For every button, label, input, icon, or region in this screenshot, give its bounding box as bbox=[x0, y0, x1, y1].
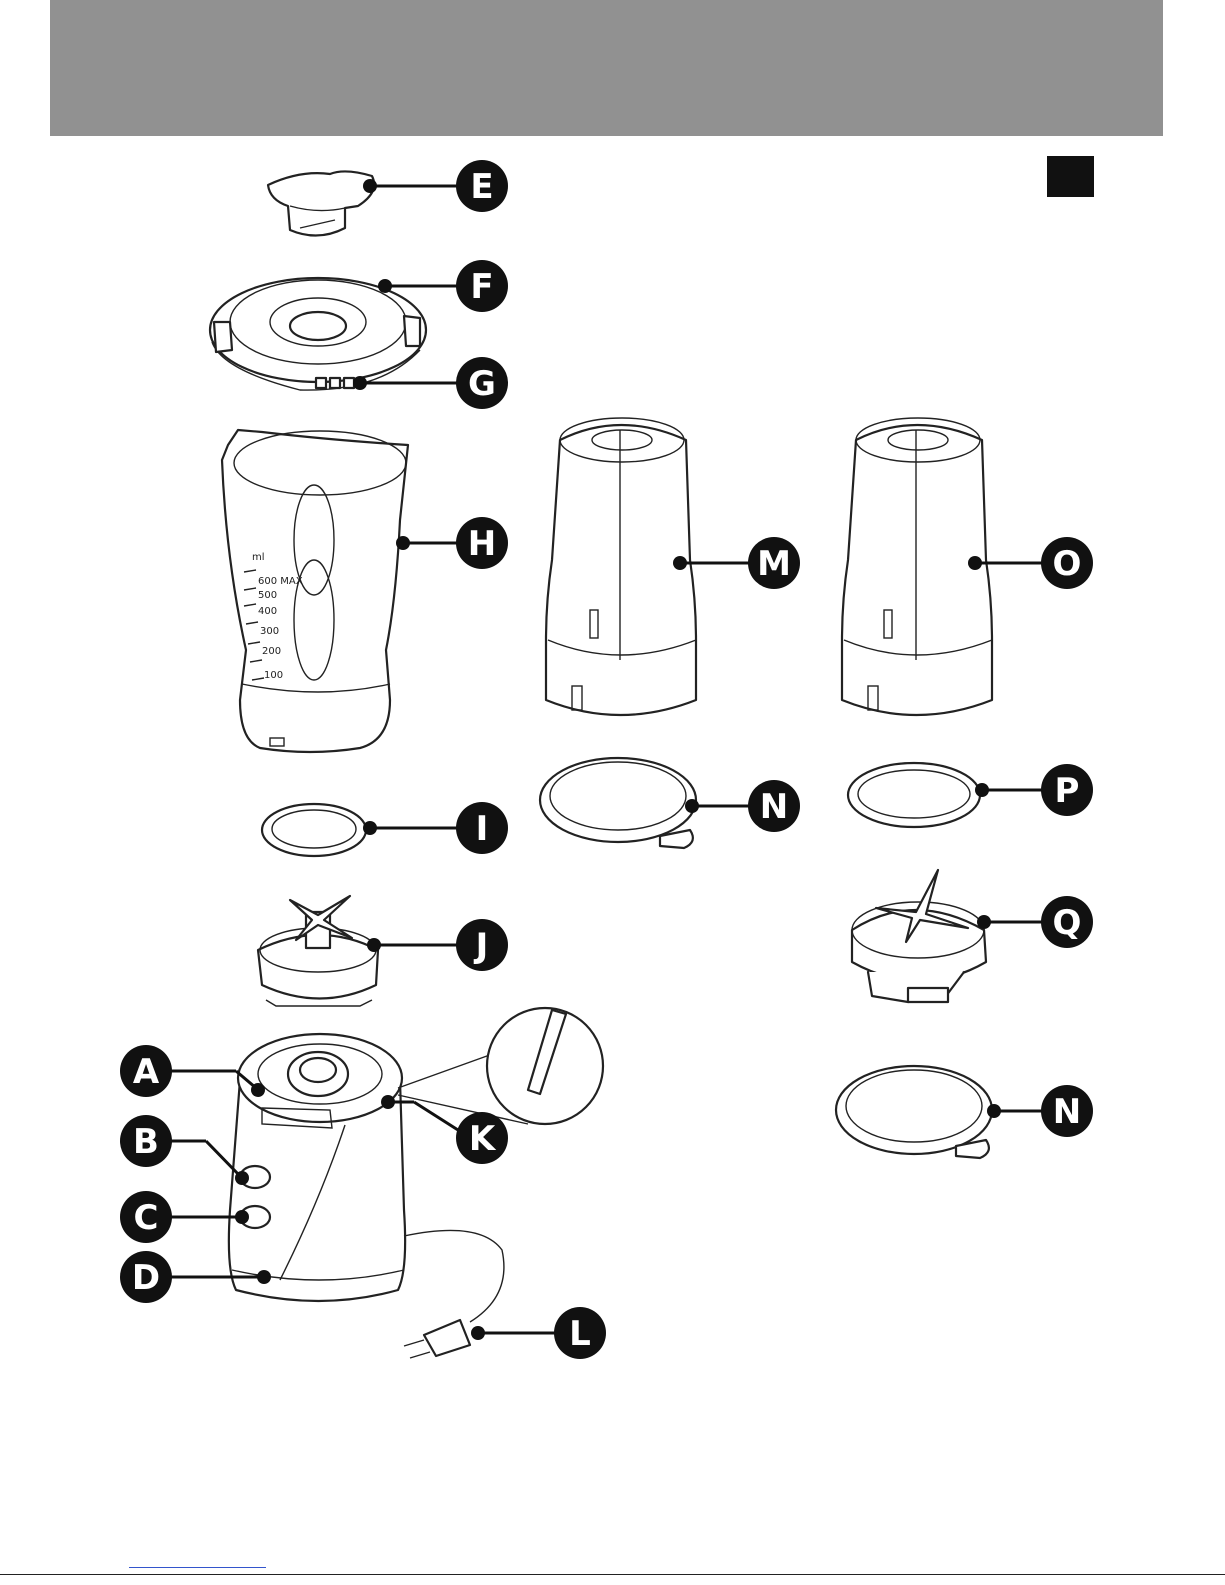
part-Q-blade-unit bbox=[852, 870, 986, 1002]
part-motor-unit bbox=[229, 1034, 405, 1301]
footer-rule bbox=[0, 1574, 1225, 1575]
label-E-text: E bbox=[470, 167, 493, 207]
label-E: E bbox=[363, 160, 508, 212]
part-I-ring bbox=[262, 804, 366, 856]
label-Q: Q bbox=[977, 896, 1093, 948]
label-N-lower: N bbox=[987, 1085, 1093, 1137]
jug-scale-300: 300 bbox=[260, 626, 279, 637]
label-P: P bbox=[975, 764, 1093, 816]
footer-link-underline bbox=[129, 1567, 266, 1568]
label-B: B bbox=[120, 1115, 249, 1185]
label-B-text: B bbox=[133, 1122, 159, 1162]
label-H: H bbox=[396, 517, 508, 569]
label-G-text: G bbox=[468, 364, 496, 404]
part-F-lid bbox=[210, 278, 426, 390]
label-C-text: C bbox=[134, 1198, 159, 1238]
label-O-text: O bbox=[1053, 544, 1082, 584]
part-N-lid-ring-upper bbox=[540, 758, 696, 848]
part-H-jug: ml 600 MAX 500 400 300 200 100 bbox=[222, 430, 408, 752]
label-J-text: J bbox=[474, 926, 489, 966]
part-K-detail-callout bbox=[398, 1008, 603, 1124]
label-I: I bbox=[363, 802, 508, 854]
label-N-lower-text: N bbox=[1053, 1092, 1081, 1132]
label-D-text: D bbox=[132, 1258, 160, 1298]
label-I-text: I bbox=[476, 809, 489, 849]
part-J-blade-unit bbox=[258, 896, 378, 1006]
part-P-ring bbox=[848, 763, 980, 827]
label-N-upper: N bbox=[685, 780, 800, 832]
label-F-text: F bbox=[470, 267, 493, 307]
label-A-text: A bbox=[133, 1052, 160, 1092]
part-N-lid-ring-lower bbox=[836, 1066, 992, 1158]
part-M-beaker bbox=[546, 418, 696, 715]
label-K-text: K bbox=[469, 1119, 497, 1159]
jug-scale-600: 600 MAX bbox=[258, 576, 303, 587]
part-L-cord-plug bbox=[404, 1230, 504, 1358]
label-M-text: M bbox=[757, 544, 791, 584]
part-E-cap bbox=[268, 171, 374, 235]
jug-scale-500: 500 bbox=[258, 590, 277, 601]
label-L-text: L bbox=[569, 1314, 591, 1354]
label-N-upper-text: N bbox=[760, 787, 788, 827]
label-H-text: H bbox=[468, 524, 496, 564]
jug-scale-ml: ml bbox=[252, 552, 265, 563]
jug-scale-200: 200 bbox=[262, 646, 281, 657]
label-L: L bbox=[471, 1307, 606, 1359]
label-J: J bbox=[367, 919, 508, 971]
label-P-text: P bbox=[1055, 771, 1080, 811]
jug-scale-100: 100 bbox=[264, 670, 283, 681]
jug-scale-400: 400 bbox=[258, 606, 277, 617]
label-Q-text: Q bbox=[1053, 903, 1082, 943]
